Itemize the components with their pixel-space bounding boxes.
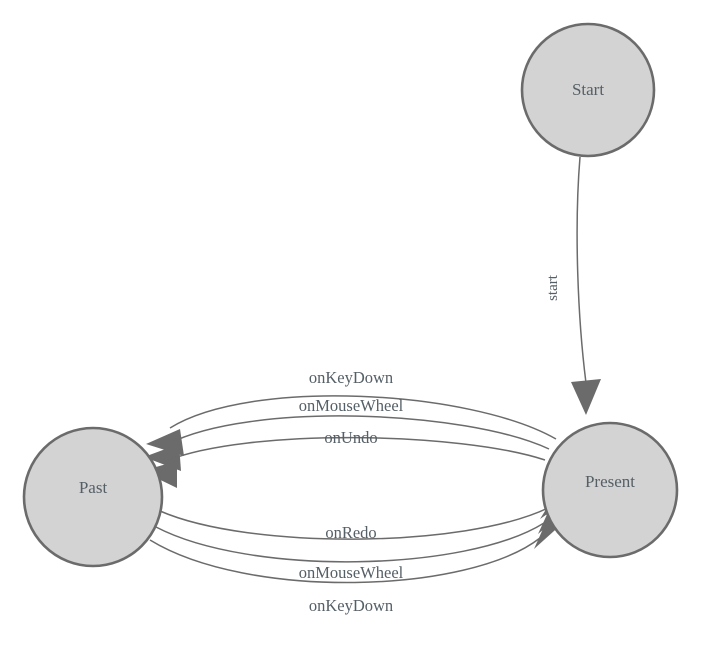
edge-past-to-present-onredo[interactable]: onRedo xyxy=(159,495,572,542)
edge-start-to-present-path xyxy=(576,156,587,384)
edge-label-present-past-onkeydown: onKeyDown xyxy=(309,368,393,387)
node-present-circle[interactable] xyxy=(541,421,679,559)
node-start-label: Start xyxy=(572,80,604,99)
edge-past-to-present-onredo-path xyxy=(159,507,549,540)
edge-label-present-past-onundo: onUndo xyxy=(324,428,377,447)
edge-label-past-present-onmousewheel: onMouseWheel xyxy=(299,563,404,582)
node-past-label: Past xyxy=(79,478,108,497)
edge-label-past-present-onkeydown: onKeyDown xyxy=(309,596,393,615)
edge-past-to-present-onmousewheel[interactable]: onMouseWheel xyxy=(155,508,568,582)
edge-past-to-present-onkeydown-path xyxy=(149,537,541,584)
edge-present-to-past-onkeydown-path xyxy=(169,395,557,440)
edge-present-to-past-onundo-path xyxy=(165,436,546,462)
node-past[interactable]: Past xyxy=(22,426,164,568)
edge-label-start: start xyxy=(545,274,561,301)
edge-present-to-past-onundo[interactable]: onUndo xyxy=(142,428,546,488)
node-present[interactable]: Present xyxy=(541,421,679,559)
node-present-label: Present xyxy=(585,472,635,491)
edge-past-to-present-onmousewheel-path xyxy=(155,522,545,563)
node-past-circle[interactable] xyxy=(22,426,164,568)
edge-start-to-present[interactable]: start xyxy=(545,156,601,415)
edge-label-present-past-onmousewheel: onMouseWheel xyxy=(299,396,404,415)
node-start[interactable]: Start xyxy=(520,22,656,158)
edge-label-past-present-onredo: onRedo xyxy=(325,523,376,542)
node-start-circle[interactable] xyxy=(520,22,656,158)
edge-start-to-present-arrowhead xyxy=(571,379,601,415)
edge-present-to-past-onmousewheel-path xyxy=(167,415,550,450)
